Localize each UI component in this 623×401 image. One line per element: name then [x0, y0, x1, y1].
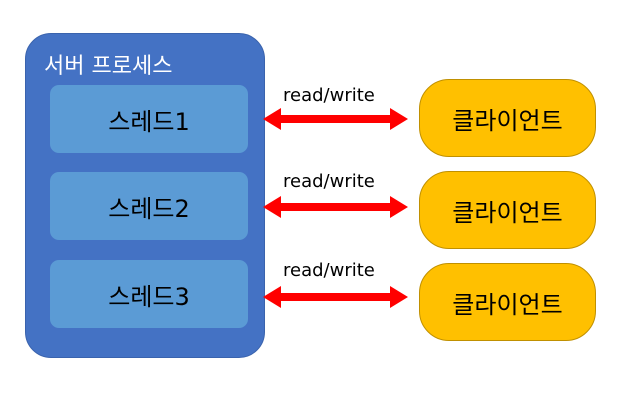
server-process-box: 서버 프로세스 스레드1 스레드2 스레드3: [25, 33, 265, 358]
thread-1-box: 스레드1: [50, 85, 248, 153]
double-arrow-3: [263, 286, 408, 308]
thread-2-box: 스레드2: [50, 172, 248, 240]
client-1-box: 클라이언트: [419, 79, 596, 157]
server-process-title: 서버 프로세스: [44, 54, 173, 79]
read-write-label-1: read/write: [283, 85, 375, 106]
thread-3-box: 스레드3: [50, 260, 248, 328]
double-arrow-2: [263, 196, 408, 218]
client-2-box: 클라이언트: [419, 171, 596, 249]
read-write-label-2: read/write: [283, 171, 375, 192]
read-write-label-3: read/write: [283, 260, 375, 281]
client-3-box: 클라이언트: [419, 263, 596, 341]
double-arrow-1: [263, 108, 408, 130]
